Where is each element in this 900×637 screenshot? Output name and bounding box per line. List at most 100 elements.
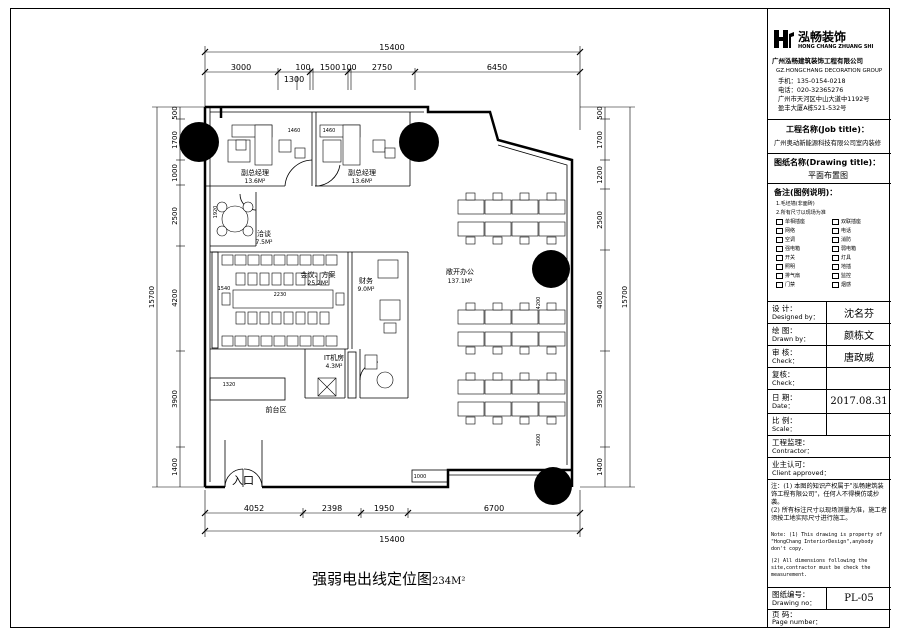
workstation-chair [492, 302, 503, 311]
workstation-desk [457, 331, 485, 347]
column-4 [534, 467, 572, 505]
company-mobile: 手机：135-0154-0218 [778, 78, 846, 85]
drawn-by-label: Drawn by： [772, 335, 810, 343]
room-finance-area: 9.0M² [357, 286, 375, 293]
room-vgm1-area: 13.6M² [245, 178, 267, 185]
legend-symbol-icon [832, 218, 839, 225]
legend-block: 备注(图例说明)： 1.毛坯墙(非面砖)2.所有尺寸以现场为准单相插座双联插座网… [768, 184, 891, 302]
drawing-number-row: 图纸编号： Drawing no： PL-05 [768, 588, 891, 610]
workstation-chair [492, 346, 503, 355]
workstation-chair [492, 236, 503, 245]
recheck-label: 复核： [772, 370, 795, 379]
project-label: 工程名称(Job title)： [786, 125, 869, 134]
meeting-chair [307, 311, 318, 325]
dim-top-3: 100 [295, 63, 310, 72]
checker-row: 审 核： Check： 唐政威 [768, 346, 891, 368]
workstation-chair [519, 236, 530, 245]
workstation-desk [538, 309, 566, 325]
page-en-label: Page number： [772, 618, 822, 626]
workstation-chair [546, 236, 557, 245]
dim-bottom-total: 15400 [379, 535, 404, 544]
dim-bottom-1: 4052 [244, 504, 264, 513]
workstation-desk [511, 379, 539, 395]
note-cn-2: (2) 所有标注尺寸以现场测量为准，施工者须按工地实际尺寸进行施工。 [771, 507, 887, 522]
wall-seat [273, 254, 286, 266]
legend-symbol-icon [776, 227, 783, 234]
legend-item: 开关 [776, 254, 795, 261]
workstation-desk [511, 331, 539, 347]
design-label: 设 计： [772, 304, 797, 313]
copyright-notes: 注：(1) 本图的知识产权属于"泓畅建筑装饰工程有限公司"，任何人不得模仿或抄袭… [768, 480, 891, 588]
workstation-chair [519, 346, 530, 355]
date-label: 日 期： [772, 393, 797, 402]
floor-plan: 15400 3000 1300 100 1500 100 2750 6450 1… [148, 43, 635, 544]
dim-left-6: 3900 [171, 390, 179, 408]
workstation-desk [484, 331, 512, 347]
contractor-row: 工程监理： Contractor： [768, 436, 891, 458]
recheck-value [826, 368, 891, 389]
dim-front: 1000 [414, 474, 427, 480]
legend-text: 2.所有尺寸以现场为准 [776, 210, 826, 216]
dim-bottom-4: 6700 [484, 504, 504, 513]
dim-right-5: 4000 [596, 291, 604, 309]
dim-wall: 1540 [218, 286, 231, 292]
column-1 [179, 122, 219, 162]
legend-item: 网络 [776, 227, 795, 234]
legend-symbol-icon [832, 227, 839, 234]
designer-value: 沈名芬 [826, 302, 891, 323]
meeting-chair [307, 272, 318, 286]
workstation-chair [546, 346, 557, 355]
workstation-chair [465, 236, 476, 245]
workstation-desk [511, 221, 539, 237]
recheck-en-label: Check： [772, 379, 799, 387]
dim-bottom-2: 2398 [322, 504, 342, 513]
workstation-desk [457, 221, 485, 237]
company-cn: 广州泓畅建筑装饰工程有限公司 [772, 57, 863, 65]
meeting-chair [235, 272, 246, 286]
meeting-chair [259, 311, 270, 325]
drawing-frame [10, 8, 890, 628]
caption-title: 强弱电出线定位图 [312, 570, 433, 588]
dim-left-5: 4200 [171, 289, 179, 307]
wall-seat [286, 335, 299, 347]
scale-value [826, 414, 891, 435]
company-address2: 盈丰大厦A栋521-532号 [778, 105, 847, 112]
workstation-chair [492, 416, 503, 425]
workstation-desk [457, 379, 485, 395]
contractor-label: 工程监理： [772, 438, 810, 447]
title-block: 泓畅装饰 HONG CHANG ZHUANG SHI 广州泓畅建筑装饰工程有限公… [767, 8, 891, 628]
dim-desk-b: 1460 [323, 128, 336, 134]
workstation-desk [538, 331, 566, 347]
room-entrance-name: 入口 [232, 474, 254, 487]
project-name: 广州奥动新能源科技有限公司室内装修 [774, 140, 882, 147]
check-en-label: Check： [772, 357, 799, 365]
wall-seat [247, 335, 260, 347]
drafter-row: 绘 图： Drawn by： 颜栋文 [768, 324, 891, 346]
legend-text: 弱电箱 [841, 246, 857, 252]
brand-name: 泓畅装饰 [798, 30, 847, 44]
company-block: 泓畅装饰 HONG CHANG ZHUANG SHI 广州泓畅建筑装饰工程有限公… [768, 8, 891, 120]
workstation-chair [492, 192, 503, 201]
legend-symbol-icon [832, 254, 839, 261]
room-negotiation-name: 洽谈 [257, 229, 271, 238]
dim-desk-a: 1460 [288, 128, 301, 134]
meeting-chair [247, 272, 258, 286]
workstation-chair [465, 416, 476, 425]
meeting-chair [271, 272, 282, 286]
drafter-value: 颜栋文 [826, 324, 891, 345]
room-open-office-area: 137.1M² [448, 278, 473, 285]
wall-seat [247, 254, 260, 266]
check-label: 审 核： [772, 348, 797, 357]
legend-text: 灯具 [841, 255, 852, 261]
brand-en: HONG CHANG ZHUANG SHI [798, 44, 874, 50]
scale-en-label: Scale： [772, 425, 796, 433]
dim-left-4: 2500 [171, 207, 179, 225]
dim-right-3: 1200 [596, 166, 604, 184]
meeting-chair [319, 311, 330, 325]
drawing-no-value: PL-05 [826, 588, 891, 609]
designer-row: 设 计： Designed by： 沈名芬 [768, 302, 891, 324]
note-en-1: Note: (1) This drawing is property of "H… [771, 532, 883, 552]
legend-text: 双联插座 [841, 219, 862, 225]
client-row: 业主认可： Client approved： [768, 458, 891, 480]
legend-text: 开关 [785, 255, 796, 261]
